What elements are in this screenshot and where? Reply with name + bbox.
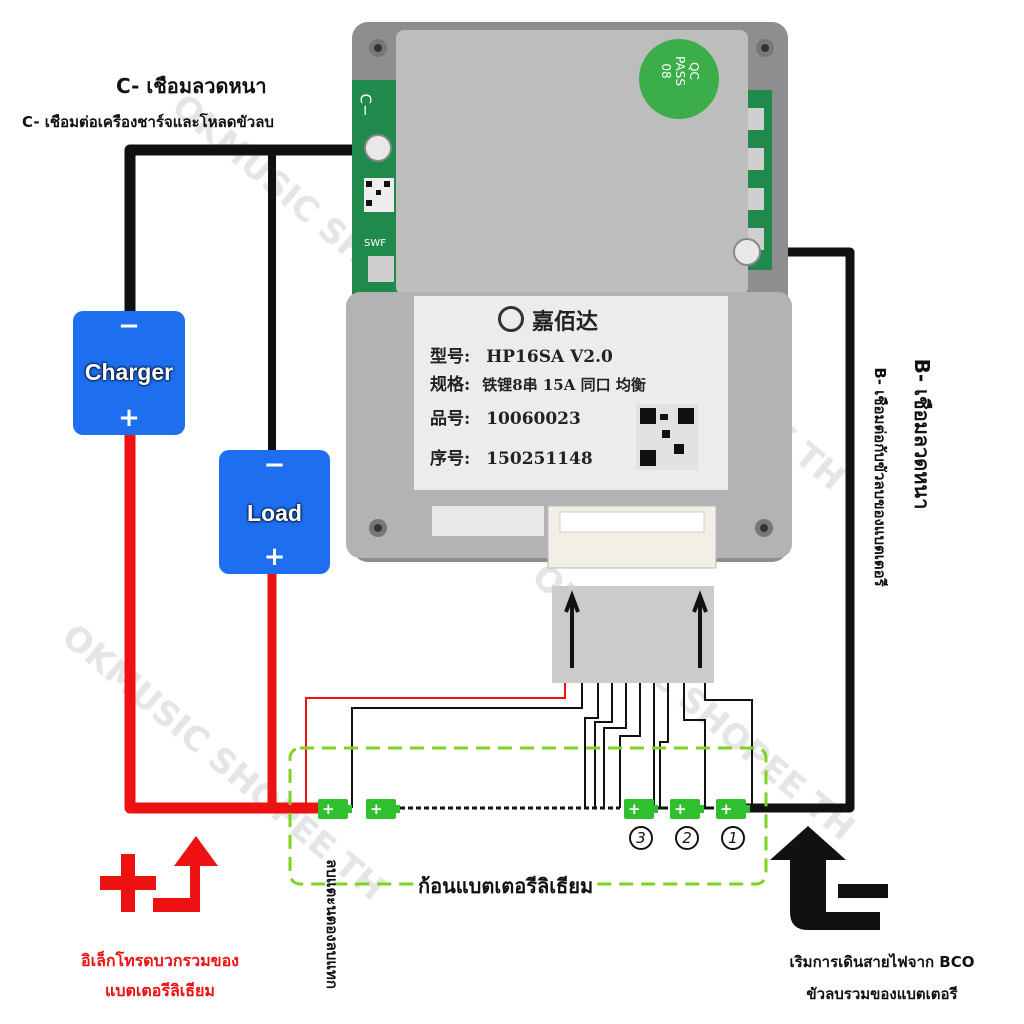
spec-row-serial: 序号: 150251148: [430, 444, 593, 469]
qc-line1: QC: [687, 62, 701, 80]
minus-sign: −: [118, 311, 140, 341]
c-minus-wire-charger: [124, 144, 370, 320]
battery-pack-outline: [288, 746, 768, 886]
cell-number-label: 3: [629, 826, 653, 850]
b-minus-subtitle: B- เชือมต่อกับขัวลบของแบตเตอรี: [871, 367, 889, 587]
swf-label: SWF: [364, 238, 386, 249]
charger-label: Charger: [84, 359, 174, 385]
qc-line3: 08: [659, 63, 673, 79]
cell-plus-sign: +: [720, 800, 733, 818]
plus-sign: +: [118, 403, 140, 433]
qc-line2: PASS: [673, 56, 687, 86]
cell-plus-sign: +: [674, 800, 687, 818]
first-cell-vertical-label: ลบแตะนตองลบแทก: [323, 859, 341, 989]
cell-plus-sign: +: [628, 800, 641, 818]
negative-caption-line2: ขัวลบรวมของแบตเตอรี: [806, 985, 958, 1003]
c-minus-subtitle: C- เชือมต่อเครืองชาร์จและโหลดขัวลบ: [22, 113, 274, 131]
battery-cell-second: +: [366, 799, 400, 819]
battery-cell-first: +: [318, 799, 352, 819]
battery-cell-2: +: [670, 799, 704, 819]
battery-cell-3: +: [624, 799, 658, 819]
battery-cell-1: +: [716, 799, 750, 819]
spec-value: 150251148: [486, 449, 593, 469]
positive-caption-line2: แบตเตอรีลิเธียม: [105, 981, 215, 1000]
negative-arrow: [770, 826, 880, 930]
charger-box: − Charger +: [73, 311, 185, 435]
cell-number-label: 2: [675, 826, 699, 850]
spec-key: 品号:: [430, 409, 471, 429]
spec-value: HP16SA V2.0: [486, 347, 613, 367]
qc-pass-stamp: QC PASS 08: [659, 45, 701, 97]
cell-plus-sign: +: [370, 800, 383, 818]
minus-sign: −: [263, 450, 286, 480]
spec-key: 型号:: [430, 347, 471, 367]
spec-key: 序号:: [430, 449, 471, 469]
bms-board: [346, 22, 792, 569]
brand-logo-icon: [498, 306, 524, 332]
positive-wire-charger: [124, 430, 330, 814]
positive-caption: อิเล็กโทรดบวกรวมของ แบตเตอรีลิเธียม: [40, 946, 280, 1006]
load-box: − Load +: [219, 450, 330, 574]
cell-number-label: 1: [721, 826, 745, 850]
pad-c-minus-label: C−: [356, 93, 375, 117]
cell-number-3: 3: [629, 826, 653, 850]
spec-row-model: 型号: HP16SA V2.0: [430, 342, 613, 367]
spec-key: 规格:: [430, 375, 471, 395]
b-minus-title: B- เชือมลวดหนา: [910, 358, 934, 510]
b-minus-wire: [740, 247, 855, 813]
load-label: Load: [247, 500, 302, 526]
cell-number-1: 1: [721, 826, 745, 850]
spec-value: 铁锂8串 15A 同口 均衡: [482, 376, 646, 394]
battery-pack-label: ก้อนแบตเตอรีลิเธียม: [414, 870, 598, 902]
negative-caption-line1: เริมการเดินสายไฟจาก BCO: [789, 953, 975, 971]
spec-row-spec: 规格: 铁锂8串 15A 同口 均衡: [430, 370, 646, 395]
plus-sign: +: [263, 542, 286, 572]
spec-value: 10060023: [486, 409, 581, 429]
positive-caption-line1: อิเล็กโทรดบวกรวมของ: [80, 951, 239, 970]
positive-arrow: [153, 836, 218, 912]
spec-row-part: 品号: 10060023: [430, 404, 581, 429]
cell-plus-sign: +: [322, 800, 335, 818]
brand-name: 嘉佰达: [532, 310, 599, 335]
cell-number-2: 2: [675, 826, 699, 850]
connector-extension: [552, 586, 714, 683]
negative-caption: เริมการเดินสายไฟจาก BCO ขัวลบรวมของแบตเต…: [742, 946, 1022, 1010]
c-minus-title: C- เชือมลวดหนา: [116, 74, 267, 98]
